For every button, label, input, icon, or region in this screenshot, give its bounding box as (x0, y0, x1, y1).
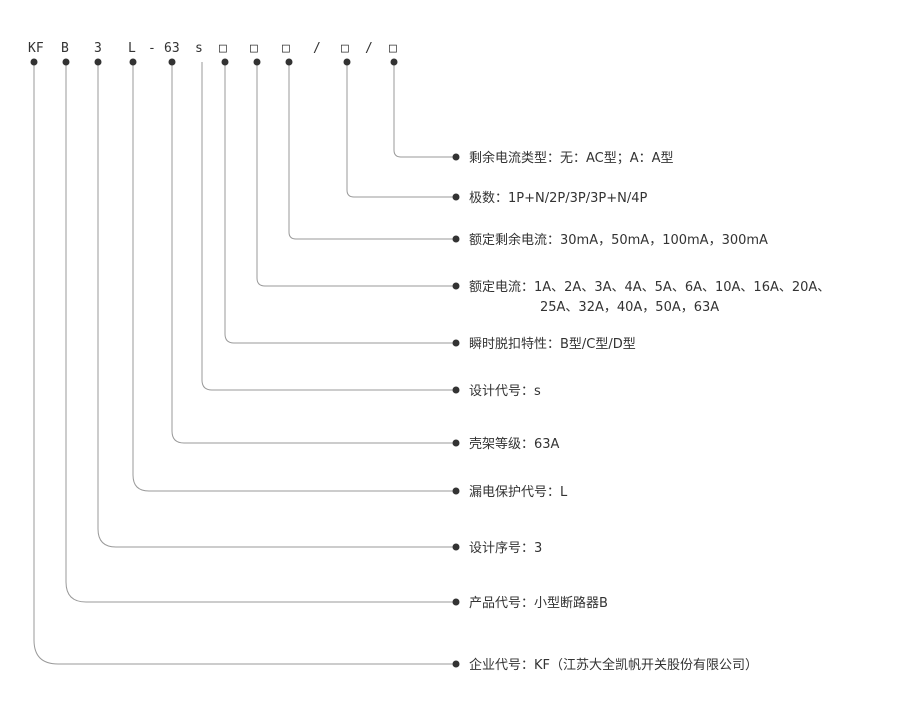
desc-leakage-protection-code: 漏电保护代号：L (469, 484, 568, 500)
desc-trip-characteristic: 瞬时脱扣特性：B型/C型/D型 (469, 337, 636, 352)
endpoint-dots (452, 153, 460, 668)
connector-residual-current-type (393, 62, 456, 158)
connector-rated-current (256, 62, 456, 287)
desc-residual-current-type: 剩余电流类型：无：AC型；A：A型 (469, 150, 674, 166)
model-code: KF B 3 L - 63 s □ □ □ / □ / □ (28, 41, 397, 56)
end-dot-leakage-protection-code (452, 487, 460, 495)
connector-lines (33, 62, 456, 665)
desc-product-code: 产品代号：小型断路器B (469, 595, 608, 611)
end-dot-poles (452, 193, 460, 201)
code-63: 63 (164, 41, 180, 56)
desc-rated-residual-current: 额定剩余电流：30mA，50mA，100mA，300mA (469, 232, 768, 248)
dot-box4 (343, 58, 351, 66)
code-box1: □ (219, 41, 227, 56)
end-dot-product-code (452, 598, 460, 606)
dot-box1 (221, 58, 229, 66)
descriptions: 剩余电流类型：无：AC型；A：A型 极数：1P+N/2P/3P/3P+N/4P … (469, 150, 830, 673)
dot-box5 (390, 58, 398, 66)
end-dot-rated-current (452, 282, 460, 290)
desc-poles: 极数：1P+N/2P/3P/3P+N/4P (469, 191, 647, 206)
desc-frame-rating: 壳架等级：63A (469, 436, 560, 452)
connector-design-code-s (201, 62, 456, 391)
desc-rated-current-line2: 25A、32A，40A，50A，63A (540, 300, 719, 315)
dot-kf (30, 58, 38, 66)
end-dot-rated-residual-current (452, 235, 460, 243)
code-box2: □ (250, 41, 258, 56)
dot-b (62, 58, 70, 66)
end-dot-design-code-s (452, 386, 460, 394)
connector-trip-characteristic (224, 62, 456, 344)
code-l: L (128, 41, 136, 56)
code-s: s (195, 41, 203, 56)
desc-design-serial: 设计序号：3 (469, 541, 542, 556)
dot-3 (94, 58, 102, 66)
end-dot-residual-current-type (452, 153, 460, 161)
desc-design-code-s: 设计代号：s (469, 384, 541, 399)
dot-box3 (285, 58, 293, 66)
end-dot-trip-characteristic (452, 339, 460, 347)
code-slash2: / (365, 41, 373, 56)
code-box4: □ (341, 41, 349, 56)
code-dash: - (148, 41, 156, 56)
connector-rated-residual-current (288, 62, 456, 240)
code-slash1: / (313, 41, 321, 56)
code-3: 3 (94, 41, 102, 56)
connector-leakage-protection-code (132, 62, 456, 492)
end-dot-frame-rating (452, 439, 460, 447)
code-dots (30, 58, 398, 66)
desc-company-code: 企业代号：KF（江苏大全凯帆开关股份有限公司） (469, 657, 758, 673)
end-dot-design-serial (452, 543, 460, 551)
dot-63 (168, 58, 176, 66)
dot-box2 (253, 58, 261, 66)
code-box5: □ (389, 41, 397, 56)
connector-poles (346, 62, 456, 198)
end-dot-company-code (452, 660, 460, 668)
code-kf: KF (28, 41, 44, 56)
connector-company-code (33, 62, 456, 665)
code-b: B (61, 41, 69, 56)
code-box3: □ (282, 41, 290, 56)
desc-rated-current: 额定电流：1A、2A、3A、4A、5A、6A、10A、16A、20A、 (469, 280, 830, 295)
dot-l (129, 58, 137, 66)
connector-frame-rating (171, 62, 456, 444)
connector-product-code (65, 62, 456, 603)
connector-design-serial (97, 62, 456, 548)
